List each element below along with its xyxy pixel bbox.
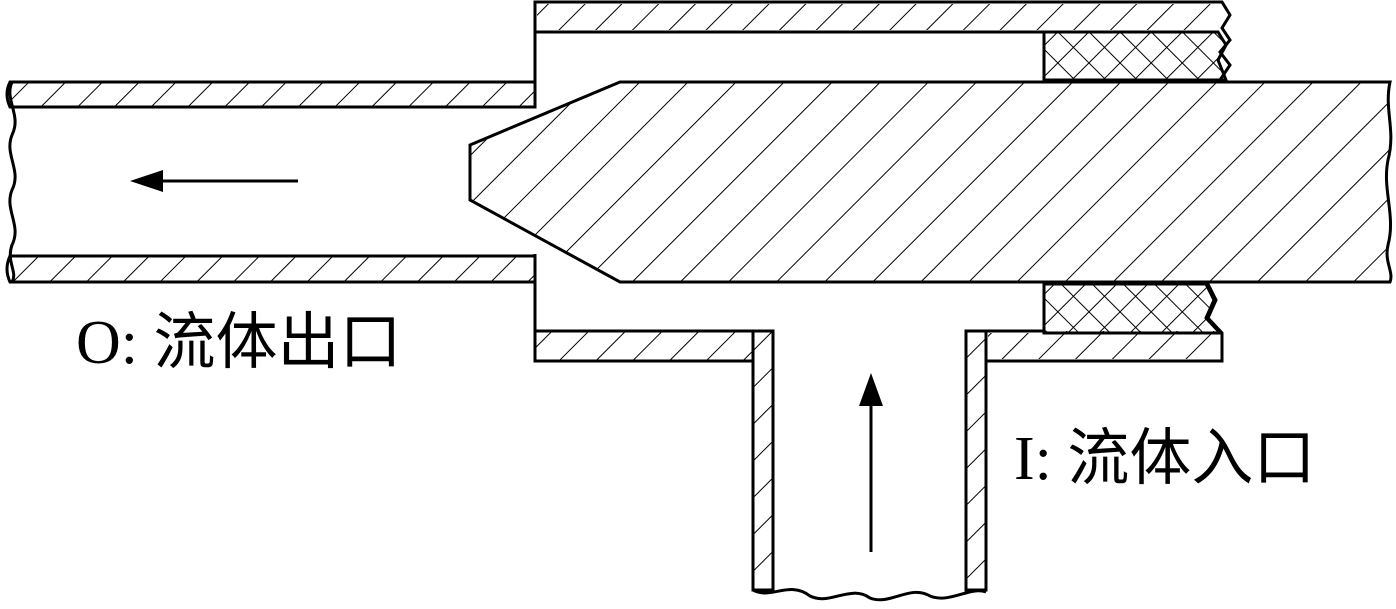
packing-bottom (1042, 282, 1224, 335)
housing-bottom-wall-hatch (1044, 331, 1220, 359)
outlet-pipe-top-wall (5, 80, 537, 109)
central-rod (468, 80, 1393, 284)
packing-top (1042, 30, 1229, 82)
inlet-break-line (752, 588, 987, 602)
outlet-label: O: 流体出口 (76, 309, 402, 377)
arrow-left-icon (130, 170, 298, 192)
inlet-pipe-left-wall (751, 329, 775, 592)
outlet-pipe-bottom-wall (5, 254, 537, 284)
inlet-pipe-right-wall (964, 329, 988, 592)
outlet-break-line (8, 81, 17, 283)
inlet-label: I: 流体入口 (1014, 425, 1316, 493)
arrow-up-icon (859, 373, 883, 552)
housing-bottom-wall-left (533, 329, 755, 363)
